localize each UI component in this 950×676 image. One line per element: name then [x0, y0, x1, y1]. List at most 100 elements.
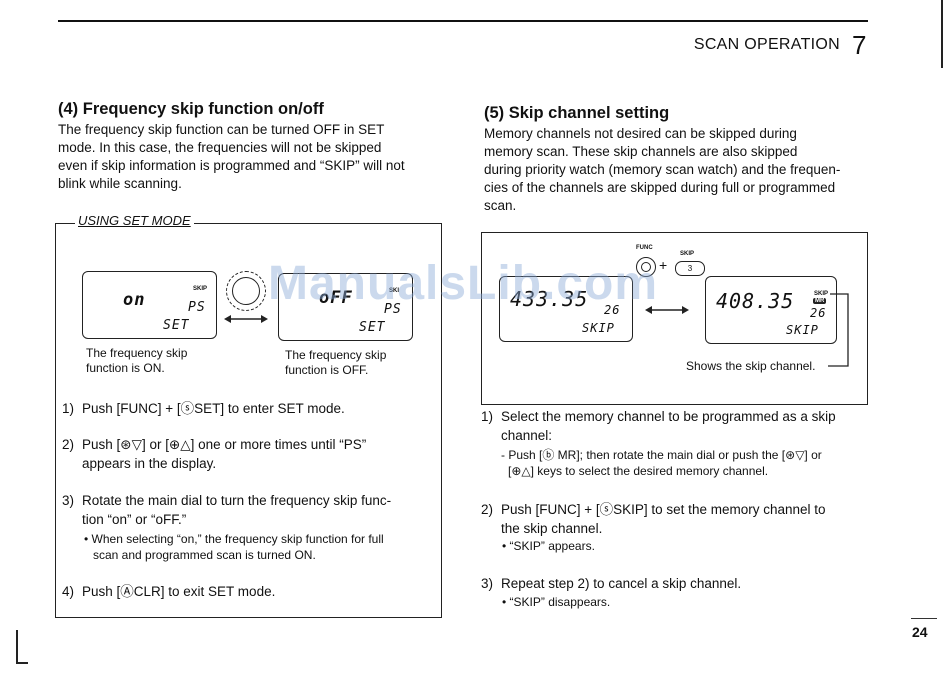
- intro-line: scan.: [484, 198, 517, 213]
- step-line: Select the memory channel to be programm…: [501, 409, 836, 424]
- caption-line: function is ON.: [86, 361, 165, 375]
- lcd-off: oFF SKI PS SET: [278, 273, 413, 341]
- step-text: Push [ⒶCLR] to exit SET mode.: [82, 584, 276, 599]
- right-step-1: 1): [481, 407, 493, 426]
- right-step-2-sub: • “SKIP” appears.: [502, 539, 595, 553]
- binding-mark: [16, 630, 18, 664]
- double-arrow-icon: [645, 306, 689, 314]
- step-number: 3): [62, 493, 75, 508]
- step-text: Repeat step 2) to cancel a skip channel.: [501, 576, 742, 591]
- chapter-number: 7: [852, 30, 867, 60]
- func-key-dot: [641, 262, 651, 272]
- caption-line: function is OFF.: [285, 363, 369, 377]
- step-number: 2): [62, 437, 75, 452]
- step-line: appears in the display.: [82, 456, 217, 471]
- step-number: 1): [481, 409, 494, 424]
- step-line: Push [FUNC] + [ⓢSKIP] to set the memory …: [501, 502, 826, 517]
- caption-line: The frequency skip: [285, 348, 387, 362]
- func-key-label: FUNC: [636, 245, 653, 251]
- lcd-frequency: 408.35: [716, 289, 795, 313]
- page-number: 24: [912, 624, 928, 640]
- lcd-skip-indicator: SKIP: [193, 286, 208, 292]
- left-step-2-text: Push [⊛▽] or [⊕△] one or more times unti…: [82, 435, 434, 473]
- step-number: 2): [481, 502, 494, 517]
- lcd-skip-indicator: SKIP: [814, 291, 829, 297]
- lcd-ps: PS: [384, 302, 402, 317]
- caption-on: The frequency skip function is ON.: [86, 346, 216, 376]
- bullet-line: • When selecting “on,” the frequency ski…: [84, 532, 384, 546]
- lcd-channel: 26: [604, 303, 621, 317]
- callout-text: Shows the skip channel.: [686, 359, 816, 373]
- page-tick: [911, 618, 937, 619]
- right-step-2-text: Push [FUNC] + [ⓢSKIP] to set the memory …: [501, 500, 871, 538]
- intro-line: cies of the channels are skipped during …: [484, 180, 836, 195]
- right-step-2: 2): [481, 500, 493, 519]
- right-step-1-text: Select the memory channel to be programm…: [501, 407, 871, 445]
- step-line: channel:: [501, 428, 553, 443]
- lcd-mr-indicator: MR: [813, 298, 827, 304]
- step-line: Rotate the main dial to turn the frequen…: [82, 493, 392, 508]
- lcd-value: oFF: [319, 288, 353, 308]
- step-number: 4): [62, 584, 75, 599]
- sub-line: - Push [ⓑ MR]; then rotate the main dial…: [501, 448, 822, 462]
- lcd-frequency: 433.35: [510, 287, 589, 311]
- lcd-value: on: [123, 290, 146, 310]
- bullet-line: scan and programmed scan is turned ON.: [93, 548, 316, 562]
- left-step-2: 2): [62, 435, 74, 454]
- intro-line: blink while scanning.: [58, 176, 182, 191]
- main-dial-inner: [232, 277, 260, 305]
- lcd-memory-after: 408.35 SKIP MR 26 SKIP: [705, 276, 837, 344]
- binding-mark-foot: [16, 662, 28, 664]
- skip-diagram-box: [481, 232, 868, 405]
- caption-line: The frequency skip: [86, 346, 188, 360]
- lcd-skip-text: SKIP: [582, 321, 615, 335]
- sub-line: [⊕△] keys to select the desired memory c…: [508, 464, 769, 478]
- skip-key-number: 3: [687, 264, 693, 273]
- right-step-3-sub: • “SKIP” disappears.: [502, 595, 611, 609]
- intro-line: The frequency skip function can be turne…: [58, 122, 385, 137]
- left-step-3-text: Rotate the main dial to turn the frequen…: [82, 491, 434, 529]
- lcd-set: SET: [163, 318, 190, 333]
- set-mode-box: [55, 223, 442, 618]
- step-text: Push [FUNC] + [ⓢSET] to enter SET mode.: [82, 401, 345, 416]
- caption-off: The frequency skip function is OFF.: [285, 348, 415, 378]
- box-label: USING SET MODE: [75, 213, 194, 228]
- main-dial-icon: [226, 271, 266, 311]
- left-step-3: 3): [62, 491, 74, 510]
- callout-line: [828, 293, 849, 367]
- intro-line: during priority watch (memory scan watch…: [484, 162, 841, 177]
- func-key-icon: [636, 257, 656, 277]
- watermark: ManualsLib.com: [268, 257, 659, 310]
- left-intro: The frequency skip function can be turne…: [58, 121, 441, 193]
- page-edge-line: [941, 0, 943, 68]
- left-step-3-bullet: • When selecting “on,” the frequency ski…: [84, 531, 434, 563]
- lcd-set: SET: [359, 320, 386, 335]
- section-header: SCAN OPERATION: [693, 36, 840, 53]
- lcd-skip-indicator: SKI: [389, 288, 400, 294]
- skip-key-icon: 3: [675, 261, 705, 276]
- left-step-4: 4) Push [ⒶCLR] to exit SET mode.: [62, 582, 275, 601]
- step-line: tion “on” or “oFF.”: [82, 512, 187, 527]
- step-line: the skip channel.: [501, 521, 603, 536]
- step-line: Push [⊛▽] or [⊕△] one or more times unti…: [82, 437, 367, 452]
- intro-line: mode. In this case, the frequencies will…: [58, 140, 382, 155]
- lcd-on: on SKIP PS SET: [82, 271, 217, 339]
- step-number: 3): [481, 576, 494, 591]
- right-intro: Memory channels not desired can be skipp…: [484, 125, 867, 215]
- lcd-memory-before: 433.35 26 SKIP: [499, 276, 633, 342]
- right-section-title: (5) Skip channel setting: [484, 104, 670, 122]
- double-arrow-icon: [224, 315, 268, 323]
- plus-sign: +: [659, 257, 668, 273]
- lcd-channel: 26: [810, 306, 827, 320]
- right-step-1-sub: - Push [ⓑ MR]; then rotate the main dial…: [501, 447, 871, 479]
- lcd-ps: PS: [188, 300, 206, 315]
- left-step-1: 1) Push [FUNC] + [ⓢSET] to enter SET mod…: [62, 399, 345, 418]
- lcd-skip-text: SKIP: [786, 323, 819, 337]
- intro-line: even if skip information is programmed a…: [58, 158, 405, 173]
- intro-line: Memory channels not desired can be skipp…: [484, 126, 797, 141]
- step-number: 1): [62, 401, 75, 416]
- skip-key-label: SKIP: [680, 251, 695, 257]
- intro-line: memory scan. These skip channels are als…: [484, 144, 798, 159]
- right-step-3: 3) Repeat step 2) to cancel a skip chann…: [481, 574, 741, 593]
- left-section-title: (4) Frequency skip function on/off: [58, 100, 324, 118]
